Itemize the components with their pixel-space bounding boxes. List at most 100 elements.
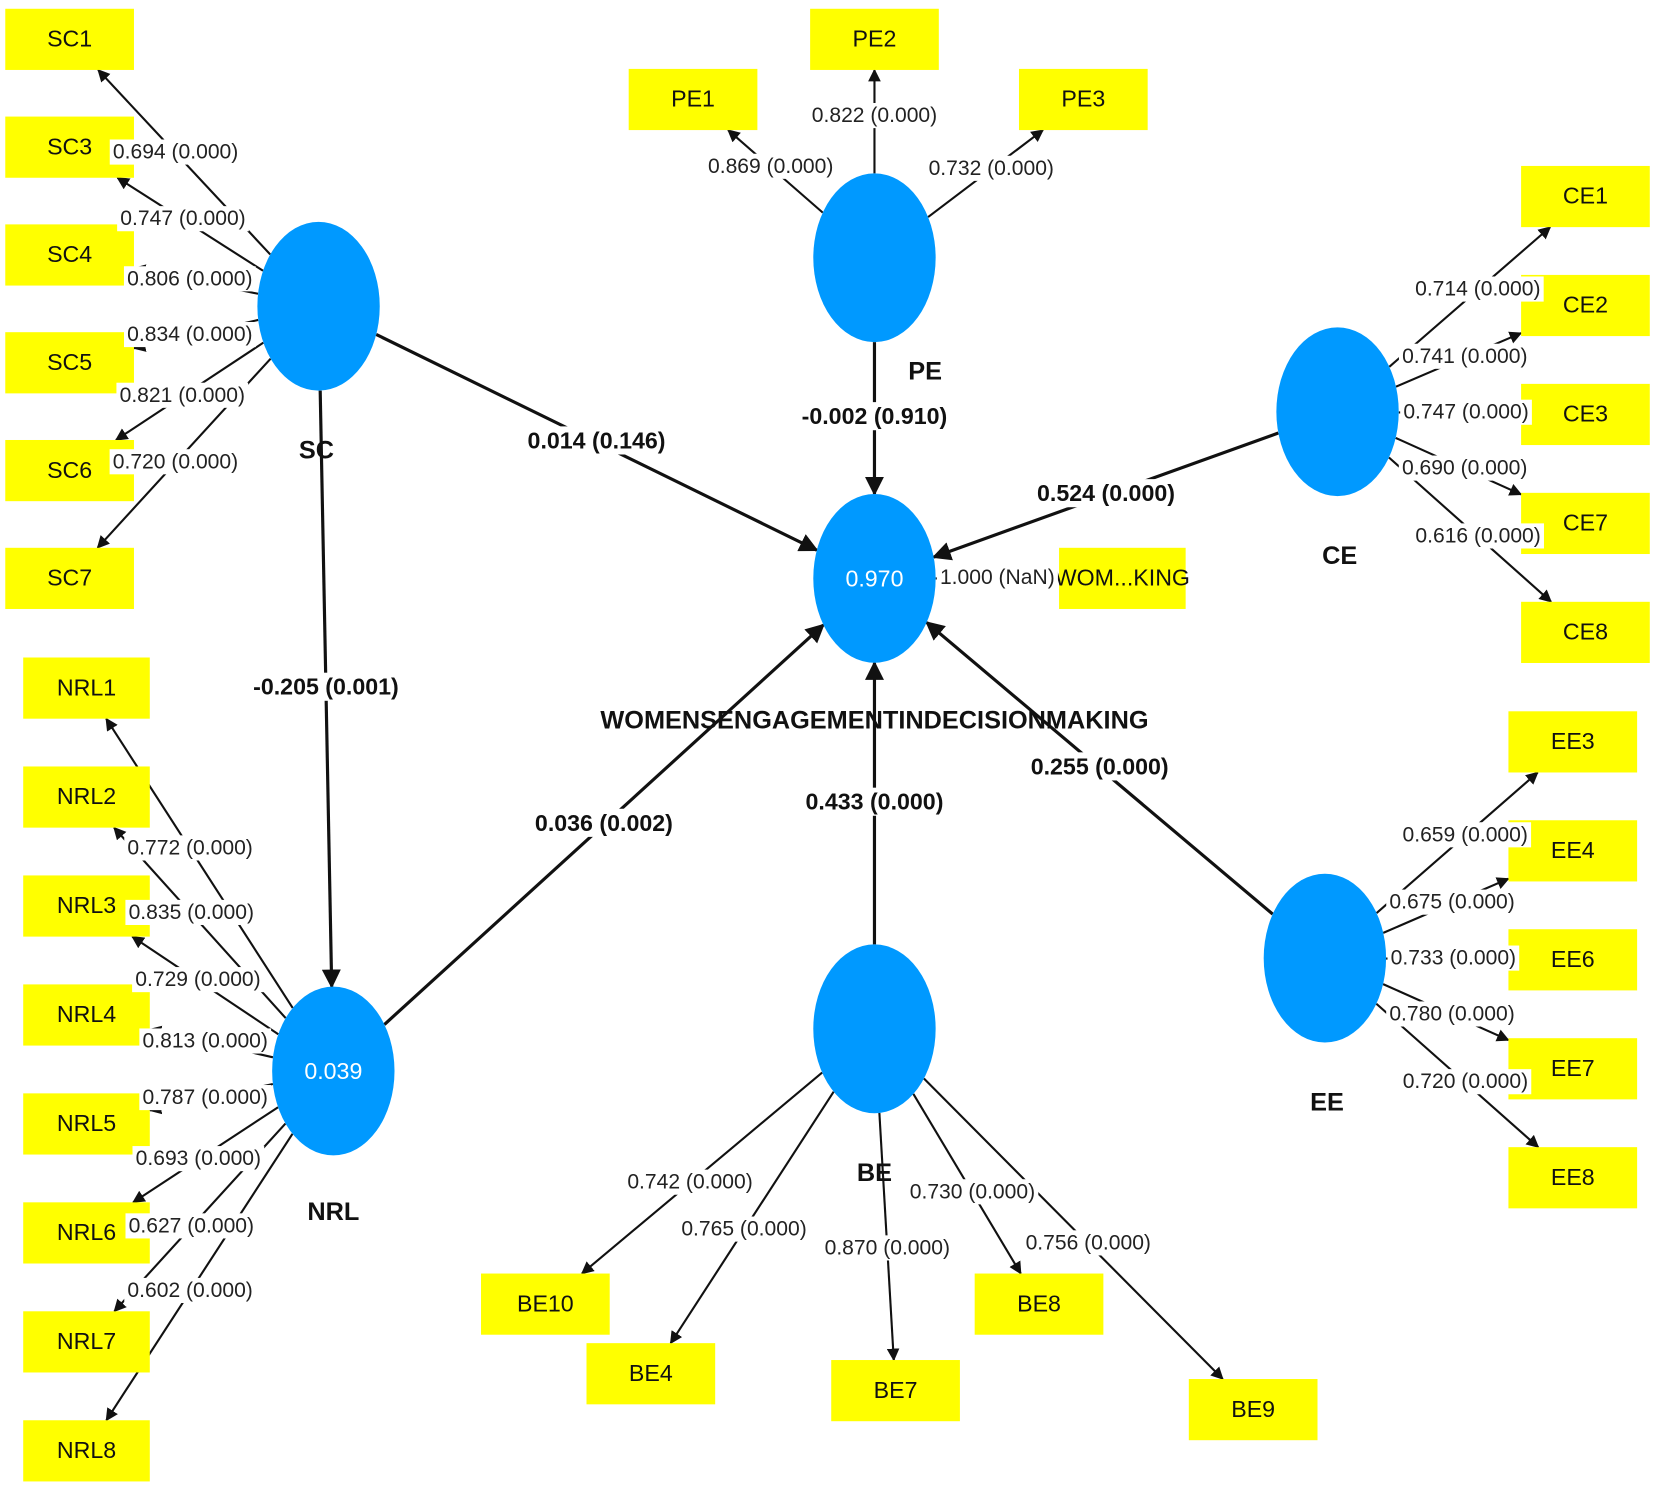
label-background	[1033, 479, 1179, 508]
indicator-box[interactable]	[1521, 165, 1650, 228]
indicator-box[interactable]	[5, 8, 134, 70]
indicator-box[interactable]	[23, 657, 150, 719]
indicator-box[interactable]	[1521, 383, 1650, 446]
indicator-label: NRL7	[57, 1328, 116, 1354]
indicator-box[interactable]	[5, 332, 134, 394]
indicator-label: SC1	[47, 26, 92, 52]
construct-label: NRL	[307, 1198, 359, 1226]
loading-label: 0.720 (0.000)	[1403, 1070, 1528, 1093]
construct-node[interactable]	[257, 221, 380, 391]
label-background	[139, 1085, 272, 1111]
indicator-box[interactable]	[1188, 1379, 1318, 1441]
label-background	[1386, 1001, 1518, 1027]
construct-node[interactable]	[813, 173, 936, 343]
indicator-label: NRL1	[57, 674, 116, 700]
indicator-label: EE7	[1551, 1055, 1595, 1081]
construct-label: CE	[1322, 542, 1357, 570]
loading-label: 0.869 (0.000)	[708, 155, 833, 178]
loading-label: 0.690 (0.000)	[1402, 457, 1527, 480]
indicator-box[interactable]	[1508, 711, 1638, 773]
loading-label: 0.714 (0.000)	[1415, 278, 1540, 301]
label-background	[1400, 399, 1532, 425]
indicator-box[interactable]	[1521, 601, 1650, 663]
indicator-label: NRL4	[57, 1001, 116, 1027]
label-background	[1027, 752, 1172, 781]
loading-label: 0.806 (0.000)	[127, 267, 252, 290]
construct-node[interactable]	[1263, 873, 1387, 1043]
loading-label: 0.834 (0.000)	[127, 323, 252, 346]
label-background	[124, 1277, 256, 1304]
indicator-label: NRL5	[57, 1110, 116, 1136]
indicator-label: BE10	[517, 1290, 574, 1316]
label-background	[109, 139, 242, 165]
loading-label: 0.747 (0.000)	[120, 207, 245, 230]
indicator-box[interactable]	[1508, 1147, 1638, 1209]
loading-label: 0.732 (0.000)	[929, 157, 1054, 180]
label-background	[117, 206, 249, 232]
indicator-box[interactable]	[23, 984, 150, 1046]
label-background	[249, 672, 402, 701]
indicator-label: SC4	[47, 241, 92, 267]
indicator-box[interactable]	[810, 8, 939, 70]
indicator-label: PE1	[671, 86, 715, 112]
loading-label: 0.730 (0.000)	[910, 1180, 1035, 1203]
indicator-box[interactable]	[23, 1093, 150, 1155]
construct-node[interactable]	[813, 494, 936, 663]
indicator-box[interactable]	[23, 766, 150, 828]
indicator-box[interactable]	[974, 1273, 1104, 1335]
edge-labels: 0.694 (0.000)0.747 (0.000)0.806 (0.000)0…	[109, 102, 1544, 1304]
indicator-label: NRL6	[57, 1219, 116, 1245]
loading-label: 0.741 (0.000)	[1402, 345, 1527, 368]
loading-label: 0.780 (0.000)	[1389, 1002, 1514, 1025]
label-background	[524, 426, 669, 455]
label-background	[798, 402, 951, 431]
indicator-box[interactable]	[23, 1420, 150, 1482]
loading-label: 0.813 (0.000)	[143, 1030, 268, 1053]
loading-label: 0.602 (0.000)	[127, 1279, 252, 1302]
indicator-box[interactable]	[1059, 547, 1186, 609]
indicator-label: BE8	[1017, 1290, 1061, 1316]
label-background	[624, 1169, 756, 1195]
loading-label: 0.765 (0.000)	[681, 1218, 806, 1241]
indicators: SC1SC3SC4SC5SC6SC7PE1PE2PE3CE1CE2CE3CE7C…	[5, 8, 1650, 1482]
construct-label: PE	[908, 357, 942, 385]
label-background	[1411, 276, 1544, 302]
indicator-box[interactable]	[831, 1360, 960, 1422]
construct-node[interactable]	[272, 986, 395, 1156]
loading-label: 0.627 (0.000)	[129, 1214, 254, 1237]
construct-node[interactable]	[813, 944, 936, 1114]
label-background	[1398, 343, 1531, 369]
label-background	[925, 155, 1058, 181]
loading-label: 0.821 (0.000)	[120, 384, 245, 407]
label-background	[116, 382, 249, 408]
label-background	[1022, 1230, 1155, 1256]
construct-node[interactable]	[1276, 327, 1399, 497]
label-background	[124, 835, 256, 861]
indicator-label: NRL3	[57, 892, 116, 918]
indicator-box[interactable]	[586, 1343, 716, 1405]
indicator-label: SC5	[47, 349, 92, 375]
indicator-box[interactable]	[1018, 68, 1148, 131]
label-background	[139, 1028, 272, 1054]
indicator-box[interactable]	[5, 224, 134, 286]
loading-label: 0.729 (0.000)	[135, 968, 260, 991]
construct-label: SC	[299, 436, 334, 464]
indicator-label: EE3	[1551, 728, 1595, 754]
indicator-box[interactable]	[5, 547, 134, 609]
construct-label: EE	[1310, 1088, 1344, 1116]
label-background	[132, 967, 264, 993]
indicator-box[interactable]	[628, 68, 758, 131]
loading-label: 0.733 (0.000)	[1391, 947, 1516, 970]
loading-label: 0.742 (0.000)	[627, 1171, 752, 1194]
loading-label: 0.720 (0.000)	[113, 450, 238, 473]
label-background	[936, 564, 1058, 591]
loading-label: 0.675 (0.000)	[1389, 891, 1514, 914]
path-coefficient-label: 0.014 (0.146)	[528, 427, 666, 453]
indicator-box[interactable]	[23, 1311, 150, 1373]
indicator-box[interactable]	[481, 1273, 610, 1335]
indicator-box[interactable]	[1508, 929, 1638, 991]
path-coefficient-label: 0.524 (0.000)	[1037, 480, 1175, 506]
indicator-label: PE3	[1061, 86, 1105, 112]
indicator-label: CE7	[1563, 510, 1608, 536]
indicator-label: CE2	[1563, 292, 1608, 318]
